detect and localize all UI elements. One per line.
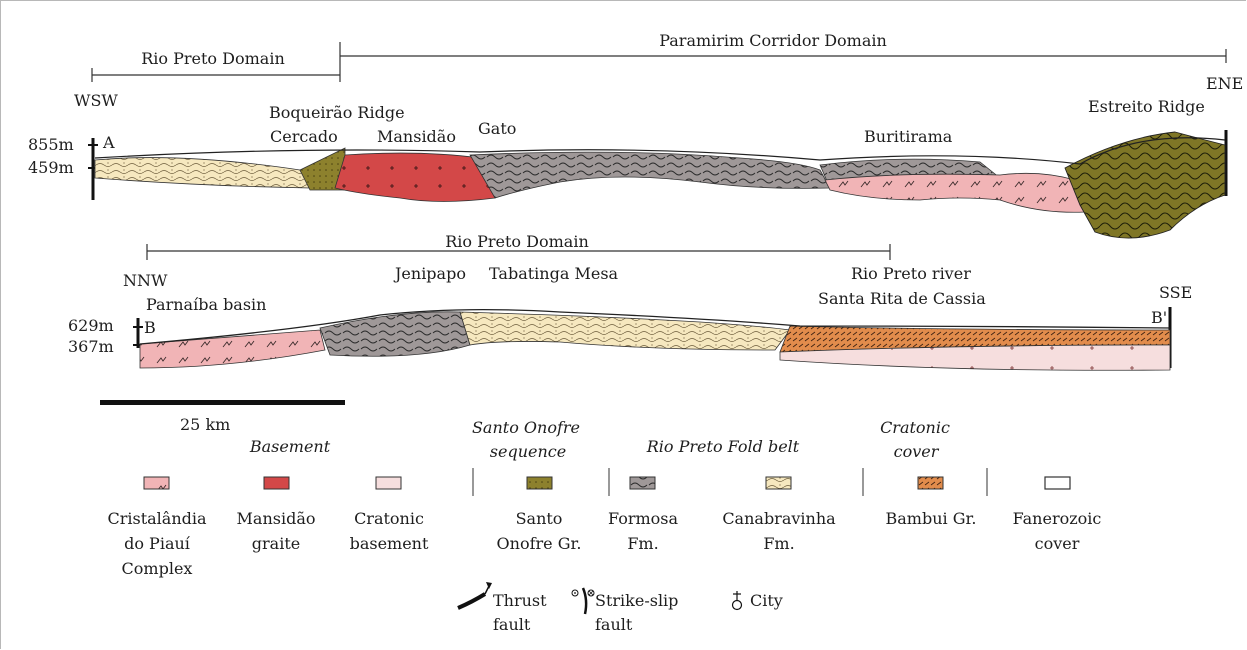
legend-label-cristalandia-line1: Cristalândia (107, 509, 207, 528)
legend-label-fanerozoic-line2: cover (1035, 534, 1080, 553)
section-b-elevation-top: 629m (68, 316, 114, 335)
legend-swatch-bambui (918, 477, 943, 489)
legend-label-bambui: Bambui Gr. (886, 509, 977, 528)
scale-bar-label: 25 km (180, 415, 230, 434)
place-label-buritirama: Buritirama (864, 127, 953, 146)
legend-label-mansidao-line2: graite (252, 534, 300, 553)
section-a-elevation-top: 855m (28, 135, 74, 154)
place-label-jenipapo: Jenipapo (393, 264, 466, 283)
place-label-mansidao: Mansidão (377, 127, 456, 146)
legend-label-canabravinha-line2: Fm. (763, 534, 794, 553)
section-b-end-label: B' (1151, 308, 1167, 327)
legend-swatch-mansidao (264, 477, 289, 489)
place-label-santa-rita-de-cassia: Santa Rita de Cassia (818, 289, 986, 308)
legend-group-santo-onofre-line2: sequence (490, 442, 566, 461)
section-a-domain-left-label: Rio Preto Domain (141, 49, 285, 68)
legend-swatch-canabravinha (766, 477, 791, 489)
legend-group-basement: Basement (249, 437, 331, 456)
section-b-elevation-bottom: 367m (68, 337, 114, 356)
legend-label-cristalandia-line2: do Piauí (124, 534, 191, 553)
section-b-domain-label: Rio Preto Domain (445, 232, 589, 251)
strike-slip-fault-icon (572, 588, 594, 614)
legend-swatch-santo-onofre (527, 477, 552, 489)
section-a-start-label: A (102, 133, 115, 152)
place-label-estreito-ridge: Estreito Ridge (1088, 97, 1205, 116)
legend-symbol-city: City (750, 591, 783, 610)
legend-swatch-fanerozoic (1045, 477, 1070, 489)
city-icon (733, 591, 742, 610)
legend-label-fanerozoic-line1: Fanerozoic (1013, 509, 1102, 528)
place-label-gato: Gato (478, 119, 516, 138)
place-label-rio-preto-river: Rio Preto river (851, 264, 971, 283)
section-a-elevation-bottom: 459m (28, 158, 74, 177)
section-a-profile (95, 132, 1225, 238)
legend-group-rio-preto-fold-belt: Rio Preto Fold belt (646, 437, 800, 456)
legend-symbol-strike-slip-line2: fault (595, 615, 633, 634)
place-label-boqueirao-ridge: Boqueirão Ridge (269, 103, 405, 122)
legend-label-santo-onofre-line2: Onofre Gr. (497, 534, 582, 553)
place-label-tabatinga-mesa: Tabatinga Mesa (489, 264, 619, 283)
legend-swatch-cratonic-basement (376, 477, 401, 489)
section-a-right-direction: ENE (1206, 74, 1243, 93)
legend-label-canabravinha-line1: Canabravinha (722, 509, 836, 528)
legend-symbol-strike-slip-line1: Strike-slip (595, 591, 678, 610)
legend-group-cratonic-cover-line1: Cratonic (880, 418, 950, 437)
legend-swatch-formosa (630, 477, 655, 489)
legend-label-formosa-line1: Formosa (608, 509, 679, 528)
legend-label-santo-onofre-line1: Santo (516, 509, 563, 528)
scale-bar (100, 400, 345, 405)
legend-label-cristalandia-line3: Complex (122, 559, 193, 578)
legend-label-formosa-line2: Fm. (627, 534, 658, 553)
legend-group-cratonic-cover-line2: cover (894, 442, 940, 461)
section-b-profile (140, 310, 1170, 371)
legend-symbol-thrust-line2: fault (493, 615, 531, 634)
legend-group-santo-onofre-line1: Santo Onofre (472, 418, 580, 437)
legend-label-cratonic-basement-line1: Cratonic (354, 509, 424, 528)
legend-label-mansidao-line1: Mansidão (237, 509, 316, 528)
legend-symbol-thrust-line1: Thrust (493, 591, 547, 610)
thrust-fault-icon (458, 582, 492, 608)
place-label-cercado: Cercado (270, 127, 338, 146)
place-label-parnaiba-basin: Parnaíba basin (146, 295, 266, 314)
legend-swatch-cristalandia (144, 477, 169, 489)
section-a-domain-right-label: Paramirim Corridor Domain (659, 31, 887, 50)
legend-label-cratonic-basement-line2: basement (350, 534, 429, 553)
section-a-left-direction: WSW (74, 91, 118, 110)
section-b-right-direction: SSE (1159, 283, 1192, 302)
section-b-start-label: B (144, 318, 156, 337)
section-b-left-direction: NNW (123, 271, 168, 290)
